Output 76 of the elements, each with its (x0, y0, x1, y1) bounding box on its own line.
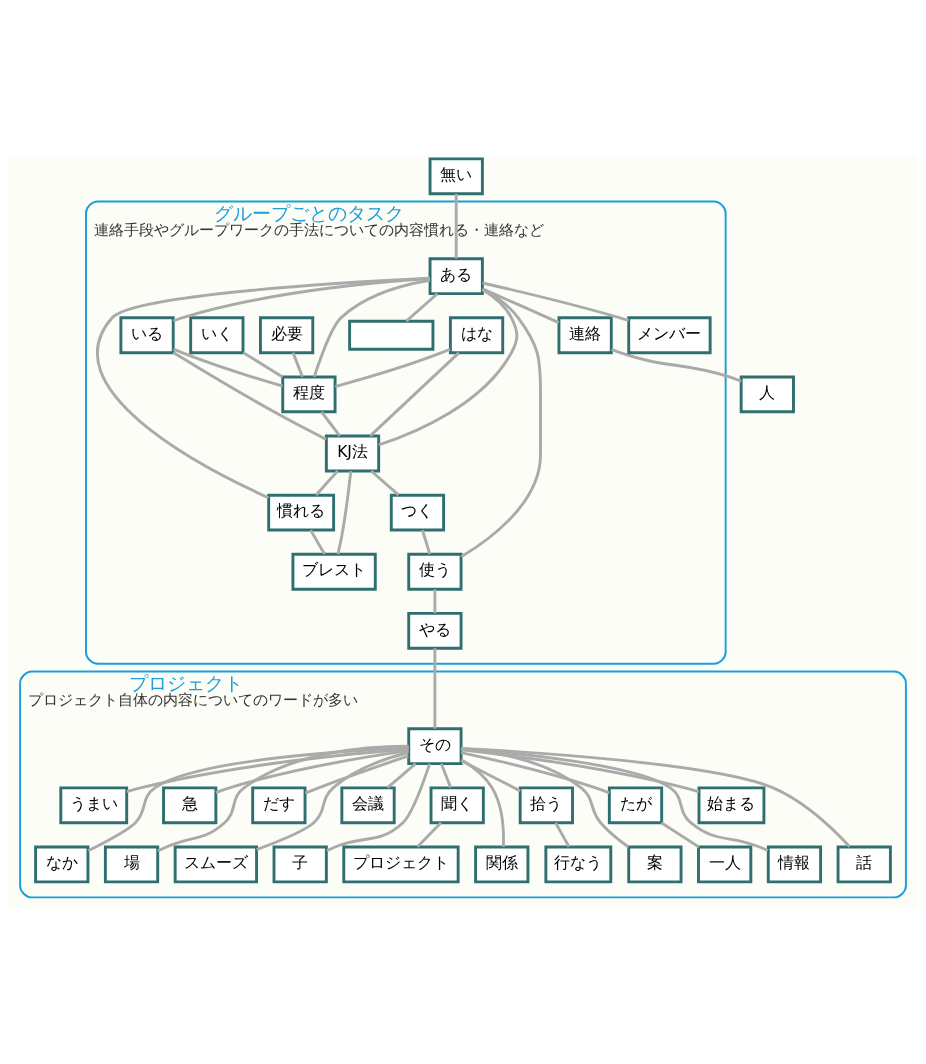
connector (421, 529, 432, 555)
node-box: 無い (428, 157, 484, 196)
node-box (348, 319, 435, 351)
node-box: いる (119, 316, 175, 355)
connector (256, 751, 409, 851)
connector (370, 469, 400, 497)
node-box: ブレスト (291, 552, 377, 591)
node-box: はな (448, 316, 505, 355)
connector (416, 821, 442, 848)
connector (334, 347, 451, 388)
node-box: 話 (836, 845, 892, 884)
connector (157, 744, 409, 853)
node-box: 案 (627, 845, 683, 884)
connector (87, 746, 409, 853)
connector (460, 287, 542, 558)
connector (172, 351, 327, 441)
node-box: 会議 (340, 786, 396, 825)
connector (326, 763, 431, 852)
node-box: 程度 (281, 375, 337, 414)
node-box: 関係 (474, 845, 530, 884)
connector (312, 278, 431, 378)
node-box: KJ法 (324, 434, 381, 473)
node-box: スムーズ (173, 845, 259, 884)
node-box: たが (607, 786, 664, 825)
connector (242, 351, 284, 379)
node-box: 使う (407, 552, 463, 591)
node-box: 慣れる (267, 493, 336, 532)
connector (126, 747, 409, 794)
connector (440, 763, 453, 789)
connector (460, 758, 505, 847)
node-box: 行なう (544, 845, 613, 884)
node-box: やる (407, 611, 463, 650)
node-box: その (407, 727, 463, 766)
node-box: メンバー (627, 316, 712, 355)
connector (378, 288, 519, 447)
node-box: 人 (739, 375, 795, 414)
connector (433, 648, 437, 729)
connector (461, 746, 851, 848)
node-box: 一人 (697, 845, 753, 884)
connector (433, 589, 437, 614)
connector (315, 470, 339, 496)
connector (309, 529, 326, 555)
node-box: つく (389, 493, 446, 532)
connector (554, 822, 571, 848)
node-box: ある (428, 257, 484, 296)
node-box: 場 (103, 845, 160, 884)
node-box: 聞く (429, 786, 485, 825)
node-box: いく (189, 316, 245, 355)
connector (405, 292, 439, 323)
connector (660, 821, 700, 849)
node-box: 連絡 (557, 316, 613, 355)
connector (320, 411, 341, 437)
connector (460, 751, 610, 795)
node-box: 必要 (259, 316, 315, 355)
node-box: 子 (272, 845, 328, 884)
connector (369, 351, 460, 437)
connector (172, 347, 283, 388)
connector (460, 748, 700, 794)
node-box: 急 (162, 786, 218, 825)
node-box: 拾う (518, 786, 574, 825)
connector (454, 193, 458, 259)
node-box: 始まる (697, 786, 766, 825)
node-box: うまい (59, 786, 129, 825)
connector (304, 754, 409, 795)
node-box: なか (34, 845, 90, 884)
connector (460, 759, 521, 793)
connector (482, 281, 629, 322)
connector (215, 749, 409, 794)
node-box: だす (251, 786, 307, 825)
connector (386, 762, 417, 789)
node-box: 情報 (766, 845, 823, 884)
connector (291, 352, 304, 378)
node-box: プロジェクト (342, 845, 460, 884)
connector (96, 276, 431, 500)
connector (336, 470, 353, 555)
connector (610, 348, 742, 383)
